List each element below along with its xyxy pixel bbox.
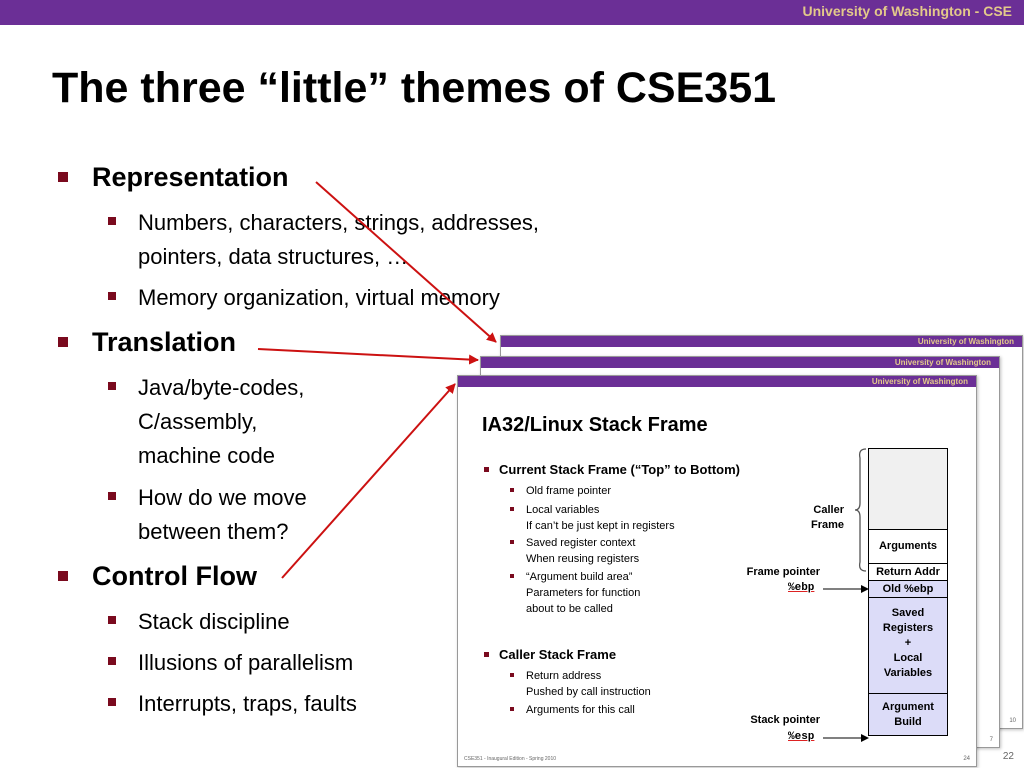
theme-translation: Translation [58,327,236,358]
frame-pointer-label: Frame pointer [746,566,820,578]
bullet-icon [510,574,514,578]
bullet-icon [510,540,514,544]
list-item: Return address Pushed by call instructio… [510,668,651,700]
list-item: Numbers, characters, strings, addresses,… [108,206,539,274]
list-item: Memory organization, virtual memory [108,281,500,315]
embedded-slide-header: University of Washington [458,376,976,387]
bullet-icon [510,507,514,511]
list-item: Old frame pointer [510,483,611,499]
list-item: Illusions of parallelism [108,646,353,680]
list-item: “Argument build area” Parameters for fun… [510,569,640,617]
embedded-slide-page: 7 [989,737,993,743]
arrow-control-flow [281,383,456,579]
stack-diagram: Arguments Return Addr Old %ebp Saved Reg… [868,448,948,736]
stack-cell-argument-build: Argument Build [869,693,947,735]
stack-cell-saved-registers: Saved Registers + Local Variables [869,597,947,693]
ebp-register: %ebp [788,582,815,594]
embedded-slide-header: University of Washington [481,357,999,368]
current-frame-heading: Current Stack Frame (“Top” to Bottom) [484,462,740,477]
stack-pointer-label: Stack pointer [750,714,820,726]
bullet-icon [510,488,514,492]
bullet-icon [58,570,68,581]
bullet-icon [108,217,116,225]
embedded-slide-title: IA32/Linux Stack Frame [482,414,708,436]
theme-representation: Representation [58,162,289,193]
bullet-icon [108,698,116,706]
bullet-icon [108,382,116,390]
list-item: Local variables If can’t be just kept in… [510,502,675,534]
page-title: The three “little” themes of CSE351 [52,64,777,112]
frame-pointer-arrow [823,585,869,593]
institution-label: University of Washington - CSE [802,3,1013,19]
bullet-icon [58,171,68,182]
bullet-icon [484,652,489,657]
list-item: Java/byte-codes, C/assembly, machine cod… [108,371,304,473]
list-item: How do we move between them? [108,481,307,549]
embedded-slide-footer: CSE351 - Inaugural Edition - Spring 2010 [464,756,557,762]
embedded-slide-page: 10 [1009,718,1016,724]
esp-register: %esp [788,731,815,743]
bullet-icon [510,673,514,677]
bullet-icon [108,292,116,300]
caller-frame-brace [854,448,867,572]
list-item: Arguments for this call [510,702,635,718]
bullet-icon [108,616,116,624]
stack-pointer-arrow [823,734,869,742]
caller-frame-heading: Caller Stack Frame [484,647,616,662]
stack-cell-top [869,449,947,529]
stack-cell-return-addr: Return Addr [869,563,947,580]
bullet-icon [108,657,116,665]
arrow-translation [257,348,479,365]
embedded-slide-stack-frame: University of Washington IA32/Linux Stac… [457,375,977,767]
bullet-icon [484,467,489,472]
header-bar: University of Washington - CSE [0,0,1024,25]
stack-cell-arguments: Arguments [869,529,947,563]
embedded-slide-page: 24 [963,756,970,762]
stack-cell-old-ebp: Old %ebp [869,580,947,597]
arrow-representation [315,181,497,343]
caller-frame-label: Caller Frame [810,504,844,531]
bullet-icon [58,336,68,347]
bullet-icon [510,707,514,711]
theme-control-flow: Control Flow [58,561,257,592]
embedded-slide-header: University of Washington [501,336,1022,347]
list-item: Stack discipline [108,605,290,639]
list-item: Interrupts, traps, faults [108,687,357,721]
list-item: Saved register context When reusing regi… [510,535,639,567]
bullet-icon [108,492,116,500]
slide-number: 22 [1002,751,1014,762]
